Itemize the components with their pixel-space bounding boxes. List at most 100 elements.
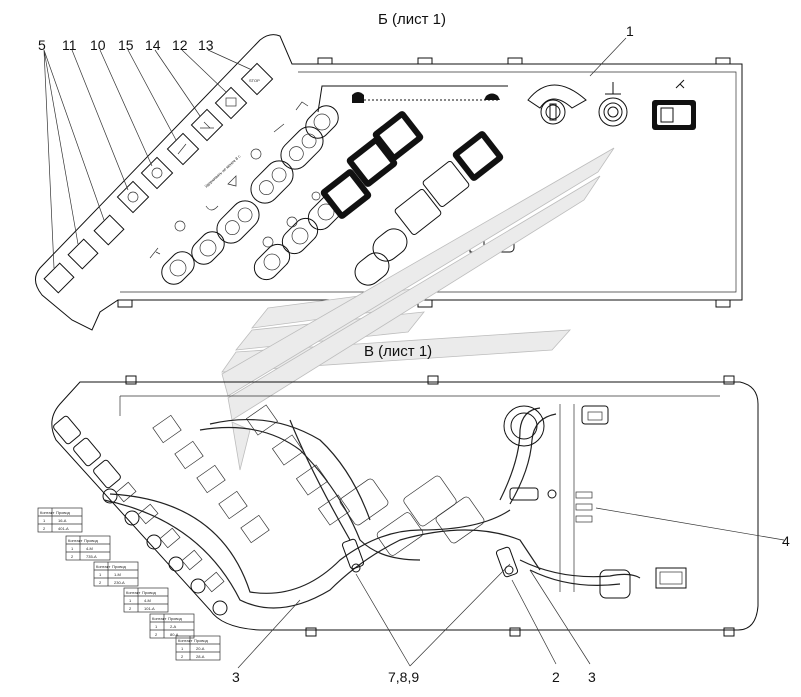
svg-text:2: 2 <box>99 580 102 585</box>
svg-text:2: 2 <box>71 554 74 559</box>
fan-icon <box>250 148 262 160</box>
callout-leaders-top <box>43 37 627 269</box>
brake-icon <box>127 191 139 203</box>
indicator-5a <box>43 262 75 294</box>
callout-2: 2 <box>552 669 560 685</box>
temp-icon <box>286 216 298 228</box>
callout-3-right: 3 <box>588 669 596 685</box>
view-b-title: Б (лист 1) <box>378 11 446 28</box>
callout-1: 1 <box>626 23 634 39</box>
square-buttons[interactable] <box>319 110 515 291</box>
svg-text:2: 2 <box>155 632 158 637</box>
svg-text:1: 1 <box>43 518 46 523</box>
indicator-11 <box>116 180 150 214</box>
view-b: Б (лист 1) <box>35 11 743 331</box>
svg-text:20-А: 20-А <box>196 646 205 651</box>
pressure-icon <box>311 191 321 201</box>
turtle-icon <box>352 92 364 103</box>
svg-text:16-А: 16-А <box>58 518 67 523</box>
svg-text:1: 1 <box>155 624 158 629</box>
rabbit-icon <box>484 93 500 100</box>
rear-panel-outline <box>51 375 759 637</box>
callout-14: 14 <box>145 37 161 53</box>
svg-text:Провод: Провод <box>168 616 183 621</box>
svg-text:4-М: 4-М <box>144 598 151 603</box>
gear-icon <box>174 220 186 232</box>
svg-text:Контакт: Контакт <box>126 590 141 595</box>
hook-icon <box>205 205 219 211</box>
rear-switch-right <box>503 405 687 599</box>
svg-text:Провод: Провод <box>142 590 157 595</box>
svg-text:1-М: 1-М <box>114 572 121 577</box>
svg-text:2: 2 <box>181 654 184 659</box>
svg-text:Провод: Провод <box>84 538 99 543</box>
gauge-icon <box>151 167 163 179</box>
callout-7-8-9: 7,8,9 <box>388 669 419 685</box>
callout-15: 15 <box>118 37 134 53</box>
svg-text:1: 1 <box>129 598 132 603</box>
connector-table: Контакт Провод 1 2-А 2 80-А <box>149 613 195 639</box>
stop-label: STOP <box>249 78 260 83</box>
indicator-5c <box>93 214 125 246</box>
svg-text:Контакт: Контакт <box>68 538 83 543</box>
connector-table: Контакт Провод 1 20-А 2 28-А <box>175 635 221 661</box>
svg-text:Провод: Провод <box>194 638 209 643</box>
connector-table: Контакт Провод 1 4-М 2 101-А <box>123 587 169 613</box>
rocker-switch[interactable] <box>652 79 696 130</box>
svg-text:Контакт: Контакт <box>178 638 193 643</box>
battery-icon <box>225 97 237 107</box>
svg-text:2: 2 <box>129 606 132 611</box>
svg-text:2: 2 <box>43 526 46 531</box>
svg-text:230-А: 230-А <box>114 580 125 585</box>
svg-text:Контакт: Контакт <box>96 564 111 569</box>
svg-text:Провод: Провод <box>56 510 71 515</box>
indicator-5b <box>67 238 99 270</box>
lever-slot <box>317 85 508 113</box>
callout-leaders-bottom <box>237 507 785 669</box>
ground-icon <box>605 82 621 95</box>
callout-10: 10 <box>90 37 106 53</box>
ignition-switch[interactable] <box>527 84 587 125</box>
svg-text:2-А: 2-А <box>170 624 177 629</box>
svg-text:1: 1 <box>181 646 184 651</box>
svg-text:1: 1 <box>99 572 102 577</box>
connector-tables: Контакт Провод 1 16-А 2 401-А Контакт Пр… <box>37 507 221 661</box>
indicator-14 <box>190 108 224 142</box>
seat-icon <box>295 101 309 111</box>
indicator-15 <box>166 132 200 166</box>
callout-11: 11 <box>62 37 77 53</box>
callout-5: 5 <box>38 37 46 53</box>
indicator-12 <box>214 86 248 120</box>
view-v: В (лист 1) <box>37 343 790 685</box>
connector-table: Контакт Провод 1 16-А 2 401-А <box>37 507 83 533</box>
settings-icon <box>262 236 274 248</box>
svg-text:80-А: 80-А <box>170 632 179 637</box>
callout-13: 13 <box>198 37 214 53</box>
connector-table: Контакт Провод 1 4-М 2 735-А <box>65 535 111 561</box>
indicator-strip: STOP <box>43 62 274 294</box>
svg-text:401-А: 401-А <box>58 526 69 531</box>
svg-text:Контакт: Контакт <box>40 510 55 515</box>
svg-text:1: 1 <box>71 546 74 551</box>
transmission-icon <box>200 121 214 129</box>
tool-icon <box>149 247 161 259</box>
wiring-harness <box>103 407 641 609</box>
view-v-title: В (лист 1) <box>364 343 432 360</box>
svg-text:4-М: 4-М <box>86 546 93 551</box>
wiper-icon <box>273 123 285 133</box>
view-arrow-ghost <box>221 147 615 471</box>
connector-table: Контакт Провод 1 1-М 2 230-А <box>93 561 139 587</box>
svg-text:Провод: Провод <box>112 564 127 569</box>
callout-12: 12 <box>172 37 188 53</box>
indicator-13 <box>240 62 274 96</box>
callout-3-left: 3 <box>232 669 240 685</box>
rear-switch-blocks <box>152 404 485 556</box>
pictograms <box>149 101 321 259</box>
direction-icon <box>227 175 237 187</box>
left-connectors <box>53 415 228 616</box>
pencil-icon <box>177 143 187 155</box>
svg-text:735-А: 735-А <box>86 554 97 559</box>
ground-switch[interactable] <box>598 82 628 127</box>
svg-text:28-А: 28-А <box>196 654 205 659</box>
